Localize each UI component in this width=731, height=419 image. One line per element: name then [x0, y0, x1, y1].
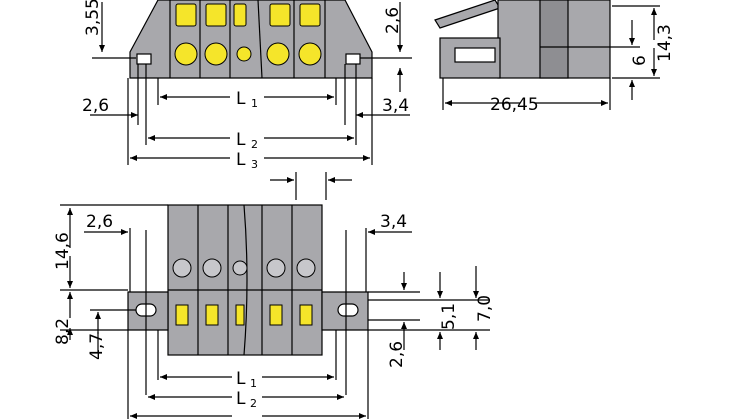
bottom-housing [167, 204, 323, 356]
dim-bottom-left-2-6: 2,6 [86, 212, 113, 232]
dim-bottom-right-2-6: 2,6 [387, 341, 407, 368]
svg-text:2: 2 [251, 138, 258, 151]
dim-bottom-L2: L [236, 389, 246, 409]
dim-bottom-7-0: 7,0 [475, 295, 495, 322]
dim-top-left-2-6: 2,6 [82, 96, 109, 116]
dim-side-14-3: 14,3 [655, 24, 675, 62]
dim-top-L2: L [236, 130, 246, 150]
dim-bottom-5-1: 5,1 [439, 303, 459, 330]
dim-top-right-3-4: 3,4 [382, 96, 409, 116]
top-left-flange-hole [136, 53, 152, 65]
dim-bottom-right-3-4: 3,4 [380, 212, 407, 232]
top-yellow-holes [174, 42, 322, 66]
dim-side-26-45: 26,45 [490, 95, 539, 115]
bottom-screw-pins [172, 258, 316, 278]
dim-bottom-14-6: 14,6 [53, 232, 73, 270]
bottom-view: 2,6 3,4 14,6 8,2 4,7 5,1 7,0 2,6 L 1 [53, 204, 495, 419]
top-yellow-latches [175, 3, 321, 27]
svg-text:2: 2 [250, 397, 257, 410]
top-front-view: 3,55 2,6 2,6 3,4 L 1 L 2 L 3 [82, 0, 412, 171]
dim-top-3-55: 3,55 [83, 0, 103, 36]
side-view: 26,45 6 14,3 [434, 0, 675, 115]
top-right-flange-hole [345, 53, 361, 65]
svg-text:1: 1 [250, 377, 257, 390]
side-lever [434, 0, 501, 29]
bottom-yellow-latches [175, 304, 313, 326]
dim-bottom-8-2: 8,2 [53, 318, 73, 345]
bottom-right-flange-hole [337, 303, 359, 317]
svg-text:3: 3 [251, 158, 258, 171]
pitch-dimension [270, 172, 352, 200]
dim-bottom-4-7: 4,7 [87, 333, 107, 360]
svg-text:1: 1 [251, 97, 258, 110]
dim-bottom-L1: L [236, 369, 246, 389]
dim-top-right-2-6-v: 2,6 [383, 7, 403, 34]
dim-top-L3: L [236, 150, 246, 170]
top-housing [129, 0, 373, 79]
dim-top-L1: L [236, 89, 246, 109]
dim-side-6: 6 [630, 55, 650, 66]
